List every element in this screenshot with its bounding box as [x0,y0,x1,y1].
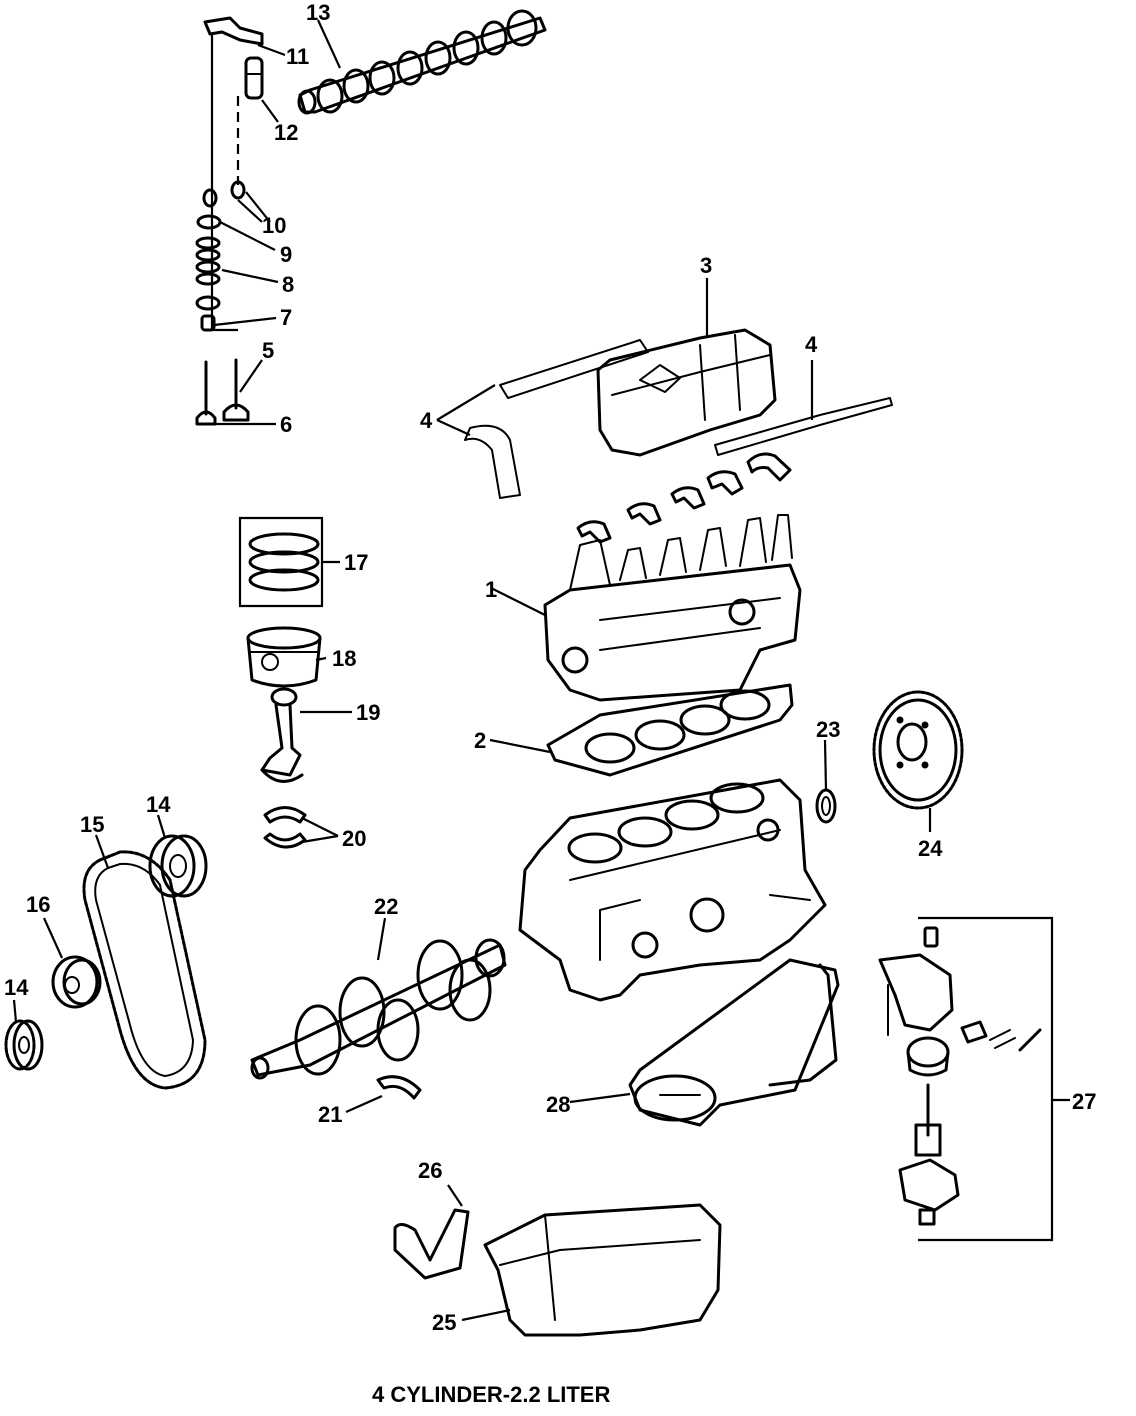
callout-25: 25 [432,1310,456,1335]
callout-14-crank: 14 [4,975,29,1000]
callout-7: 7 [280,305,292,330]
callout-9: 9 [280,242,292,267]
callout-18: 18 [332,646,356,671]
crankshaft [250,938,507,1080]
timing-belt [82,850,207,1090]
callout-24: 24 [918,836,943,861]
oil-pickup [628,958,840,1127]
connecting-rod [260,687,304,783]
callout-5: 5 [262,338,274,363]
callout-20: 20 [342,826,366,851]
callout-12: 12 [274,120,298,145]
oil-pan-gasket [393,1208,470,1280]
callout-22: 22 [374,894,398,919]
callout-27: 27 [1072,1089,1096,1114]
valve-stem-seal [200,314,216,332]
lash-adjuster [244,56,264,100]
diagram-caption: 4 CYLINDER-2.2 LITER [372,1382,610,1407]
callout-labels: 1 2 3 4 4 5 6 7 8 9 10 11 12 13 14 14 15… [4,0,1096,1335]
callout-26: 26 [418,1158,442,1183]
oil-pump-assembly [878,916,1070,1242]
callout-3: 3 [700,253,712,278]
flywheel [872,690,964,810]
head-gasket [546,683,794,777]
callout-4-left: 4 [420,408,433,433]
cam-bearing-caps [576,452,792,544]
callout-6: 6 [280,412,292,437]
callout-16: 16 [26,892,50,917]
rod-bearings [263,806,307,849]
main-bearing [376,1075,422,1100]
spring-retainer [196,214,222,230]
rear-main-seal [815,788,837,824]
callout-15: 15 [80,812,104,837]
callout-13: 13 [306,0,330,25]
belt-tensioner [51,955,102,1009]
callout-19: 19 [356,700,380,725]
callout-10: 10 [262,213,286,238]
valve-keepers [202,180,246,208]
piston [246,626,322,688]
callout-21: 21 [318,1102,342,1127]
callout-1: 1 [485,577,497,602]
camshaft-sprocket [148,834,208,898]
callout-23: 23 [816,717,840,742]
valve-cover [596,328,777,457]
valve-spring [195,236,221,286]
intake-valve [195,360,217,426]
callout-8: 8 [282,272,294,297]
cylinder-head [543,514,802,702]
callout-17: 17 [344,550,368,575]
exhaust-valve [222,358,250,422]
callout-11: 11 [286,44,309,69]
callout-14-cam: 14 [146,792,171,817]
valve-train-group [195,16,264,426]
rocker-arm [203,16,264,46]
valve-cover-gasket [464,339,893,499]
engine-block [518,778,827,1002]
callout-4-right: 4 [805,332,818,357]
callout-2: 2 [474,728,486,753]
crankshaft-sprocket [4,1019,44,1071]
camshaft [297,9,547,115]
spring-seat [195,295,221,311]
oil-pan [483,1203,722,1337]
piston-rings [238,516,324,608]
callout-28: 28 [546,1092,570,1117]
leader-lines [12,19,932,1322]
